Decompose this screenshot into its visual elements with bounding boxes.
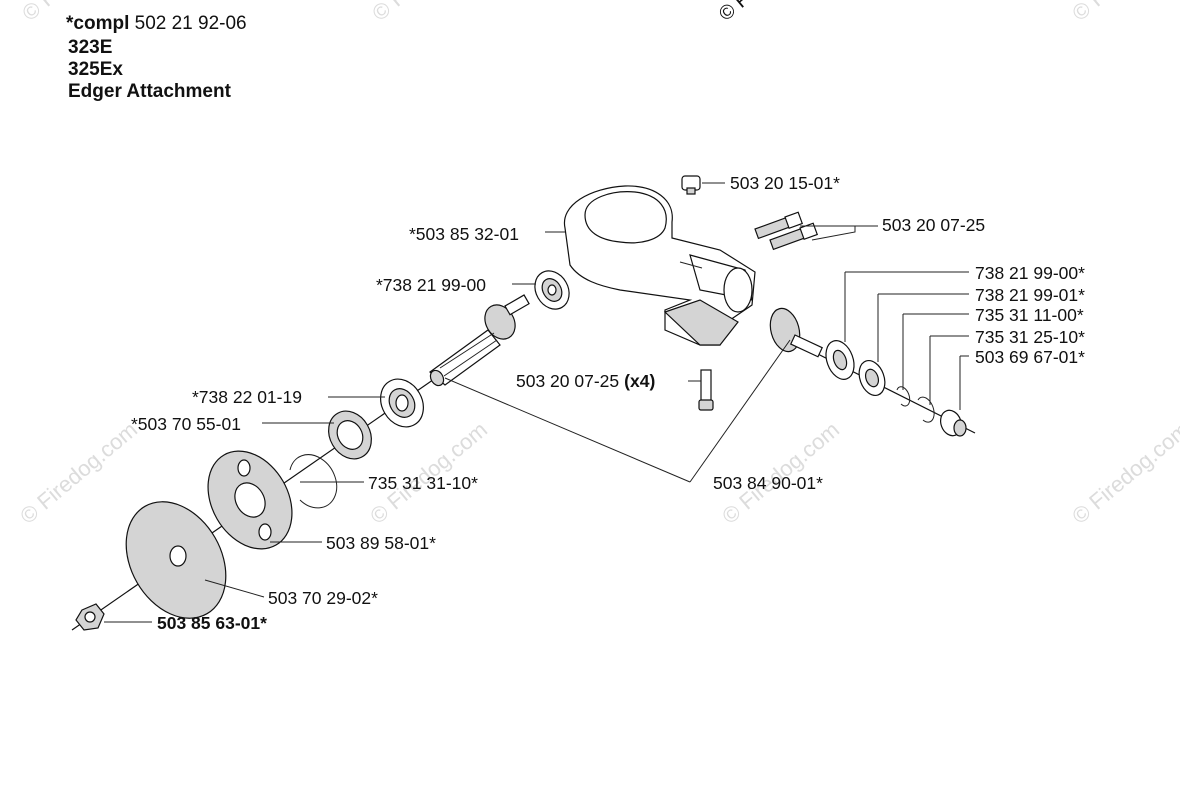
compl-prefix: *compl (66, 13, 130, 34)
label-bearing-right-b: 738 21 99-01* (975, 285, 1085, 305)
watermark-5: © Firedog.com (17, 0, 144, 26)
retaining-ring (289, 454, 338, 509)
diagram-title: Edger Attachment (68, 81, 231, 102)
label-nut-right: 503 69 67-01* (975, 347, 1085, 367)
label-bearing-right-a: 738 21 99-00* (975, 263, 1085, 283)
right-stack (825, 340, 967, 437)
bearing-left (534, 270, 570, 310)
compl-number: 502 21 92-06 (134, 13, 247, 34)
gear-housing (563, 185, 756, 346)
watermark-4: © Firedog.com (1067, 417, 1180, 529)
copyright-fragment: © F (715, 0, 754, 26)
watermark-1: © Firedog.com (15, 417, 142, 529)
label-blade: 503 70 29-02* (268, 588, 378, 608)
label-screw-x4-number: 503 20 07-25 (516, 371, 619, 391)
watermark-6: © Firedog.com (367, 0, 494, 26)
leader-lines (104, 182, 969, 623)
bevel-gear (769, 307, 823, 358)
label-bolt-top: 503 20 15-01* (730, 173, 840, 193)
label-circlip-a: 735 31 11-00* (975, 305, 1084, 325)
part-labels: 503 20 15-01* *503 85 32-01 503 20 07-25… (131, 173, 1085, 633)
pinion-shaft (429, 294, 530, 387)
blade-nut (75, 603, 105, 631)
blade (125, 501, 227, 619)
washer (328, 410, 372, 460)
label-shaft-gears: 503 84 90-01* (713, 473, 823, 493)
label-washer: *503 70 55-01 (131, 414, 241, 434)
label-screws-pair: 503 20 07-25 (882, 215, 985, 235)
label-seal: *738 22 01-19 (192, 387, 302, 407)
label-screw-x4: 503 20 07-25(x4) (516, 371, 655, 391)
seal (380, 378, 424, 428)
top-bolt (681, 175, 701, 195)
label-screw-x4-qty: (x4) (624, 371, 655, 391)
label-blade-nut: 503 85 63-01* (157, 613, 267, 633)
housing-screws (754, 211, 819, 251)
blade-holder (207, 450, 293, 550)
label-circlip-b: 735 31 25-10* (975, 327, 1085, 347)
model-1: 323E (68, 37, 113, 58)
label-bearing-left: *738 21 99-00 (376, 275, 486, 295)
model-2: 325Ex (68, 59, 123, 80)
x4-screw (698, 369, 714, 411)
label-gear-housing: *503 85 32-01 (409, 224, 519, 244)
compl-line: *compl 502 21 92-06 (66, 13, 247, 35)
label-blade-holder: 503 89 58-01* (326, 533, 436, 553)
label-retaining-ring: 735 31 31-10* (368, 473, 478, 493)
watermark-7: © Firedog.com (1067, 0, 1180, 26)
